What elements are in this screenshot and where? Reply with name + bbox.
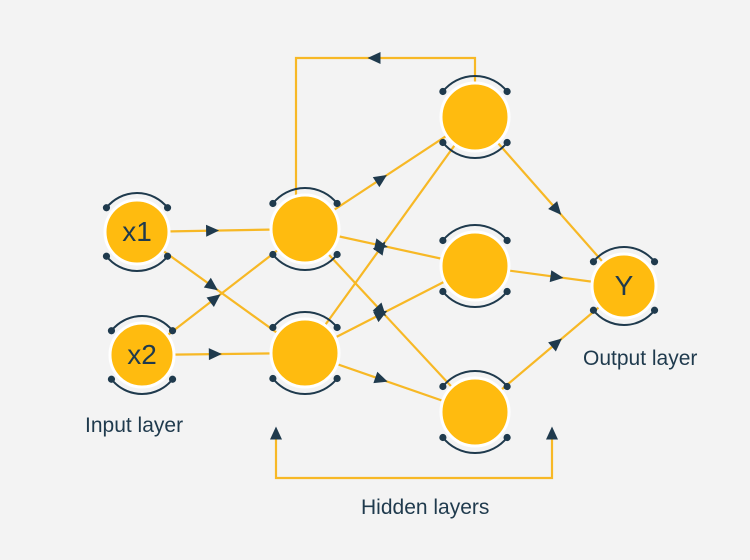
node-loop-dot-h1a-2 xyxy=(269,250,277,259)
node-loop-dot-h2c-3 xyxy=(503,433,511,442)
node-loop-dot-x2-1 xyxy=(168,327,177,335)
node-loop-dot-h2c-2 xyxy=(439,433,447,442)
edge-arrow-h1b-h2b xyxy=(372,310,388,323)
node-loop-dot-x1-1 xyxy=(163,204,172,212)
node-loop-dot-h1a-3 xyxy=(333,250,341,259)
edge-arrow-h1b-h2c xyxy=(373,371,388,384)
node-x2 xyxy=(108,321,176,389)
node-loop-dot-y-2 xyxy=(589,306,598,314)
node-loop-dot-h2c-0 xyxy=(439,382,447,391)
node-loop-dot-y-1 xyxy=(650,258,659,266)
edge-arrow-x2-h1a xyxy=(206,294,221,308)
node-label-y: Y xyxy=(614,270,634,301)
node-loop-dot-h2b-1 xyxy=(503,236,511,245)
node-loop-bottom-x1 xyxy=(105,255,169,272)
node-loop-top-y xyxy=(592,246,656,263)
node-h2a xyxy=(439,81,511,153)
bracket-arrow-right xyxy=(546,426,558,440)
node-loop-dot-h1b-2 xyxy=(269,374,277,383)
node-loop-top-h1a xyxy=(272,187,338,205)
edge-arrow-h1a-h2a xyxy=(372,175,387,188)
edge-h2a-y xyxy=(474,116,625,287)
node-loop-bottom-h1b xyxy=(272,377,338,395)
node-loop-dot-x1-3 xyxy=(163,252,172,260)
node-loop-dot-h2a-3 xyxy=(503,138,511,147)
node-loop-bottom-x2 xyxy=(110,378,174,395)
node-loop-dot-x2-0 xyxy=(107,327,116,335)
node-loop-top-h1b xyxy=(272,311,338,329)
edge-arrow-h2b-y xyxy=(549,270,564,283)
recurrent-loop-line xyxy=(294,56,477,200)
node-loop-dot-y-3 xyxy=(650,306,659,314)
node-loop-dot-h2c-1 xyxy=(503,382,511,391)
edge-arrow-h2a-y xyxy=(548,201,562,215)
edge-h1b-h2a xyxy=(304,116,476,354)
node-loop-top-h2a xyxy=(442,75,508,93)
node-loop-dot-h1b-3 xyxy=(333,374,341,383)
node-loop-dot-h1b-0 xyxy=(269,323,277,332)
node-loop-dot-h1a-0 xyxy=(269,199,277,208)
node-loop-bottom-h2c xyxy=(442,436,508,454)
node-loop-top-x1 xyxy=(105,192,169,209)
node-loop-top-x2 xyxy=(110,315,174,332)
node-label-x2: x2 xyxy=(127,339,157,370)
node-loop-bottom-h1a xyxy=(272,253,338,271)
node-y xyxy=(590,252,658,320)
node-label-x1: x1 xyxy=(122,216,152,247)
node-loop-bottom-y xyxy=(592,309,656,326)
node-loop-dot-h2a-1 xyxy=(503,87,511,96)
recurrent-loop-arrow xyxy=(367,52,381,64)
node-loop-dot-x2-3 xyxy=(168,375,177,383)
edge-arrow-x1-h1a xyxy=(205,224,220,237)
node-loop-dot-h2a-2 xyxy=(439,138,447,147)
node-loop-dot-x2-2 xyxy=(107,375,116,383)
node-h2c xyxy=(439,376,511,448)
node-h1b xyxy=(269,317,341,389)
bracket-arrow-left xyxy=(270,426,282,440)
edge-arrow-x2-h1b xyxy=(208,348,222,361)
node-loop-bottom-h2b xyxy=(442,290,508,308)
edge-arrow-x1-h1b xyxy=(203,277,218,291)
node-loop-dot-h2a-0 xyxy=(439,87,447,96)
node-loop-dot-h1b-1 xyxy=(333,323,341,332)
node-loop-bottom-h2a xyxy=(442,141,508,159)
node-h2b xyxy=(439,230,511,302)
input-layer-label: Input layer xyxy=(85,414,184,437)
node-loop-dot-x1-2 xyxy=(102,252,111,260)
node-loop-dot-h2b-3 xyxy=(503,287,511,296)
hidden-layers-label: Hidden layers xyxy=(361,496,490,519)
edge-arrow-h1b-h2a xyxy=(372,241,386,256)
node-x1 xyxy=(103,198,171,266)
node-loop-top-h2c xyxy=(442,370,508,388)
hidden-layers-bracket xyxy=(274,431,554,480)
node-loop-dot-h2b-2 xyxy=(439,287,447,296)
node-loop-dot-h1a-1 xyxy=(333,199,341,208)
node-loop-dot-x1-0 xyxy=(102,204,111,212)
node-h1a xyxy=(269,193,341,265)
edge-arrow-h2c-y xyxy=(548,338,562,352)
output-layer-label: Output layer xyxy=(583,347,698,370)
node-loop-dot-h2b-0 xyxy=(439,236,447,245)
node-loop-dot-y-0 xyxy=(589,258,598,266)
node-loop-top-h2b xyxy=(442,224,508,242)
